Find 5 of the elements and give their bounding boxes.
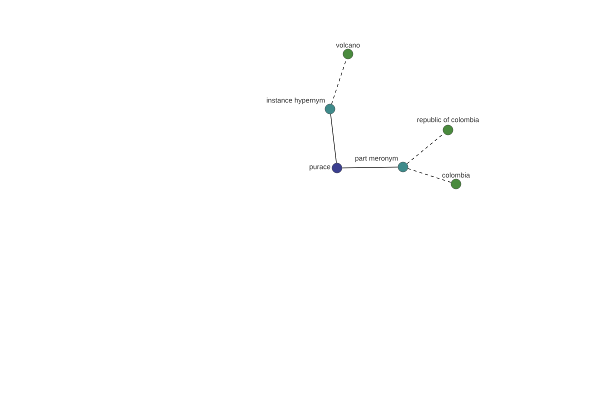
line — [330, 114, 337, 164]
dashed-line — [406, 133, 444, 164]
dashed-line — [408, 168, 452, 183]
dashed-line — [331, 58, 347, 104]
line — [342, 166, 398, 168]
